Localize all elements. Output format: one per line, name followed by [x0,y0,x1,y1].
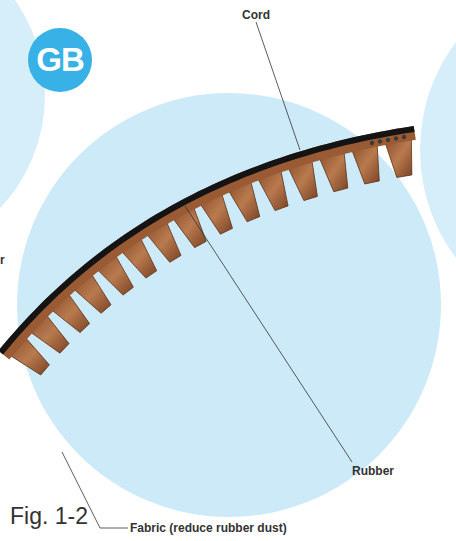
cord-strand [402,135,406,139]
badge-circle: GB [28,28,92,92]
badge-text: GB [36,41,84,79]
cord-strand [378,139,382,143]
figure-caption: Fig. 1-2 [10,503,88,529]
cord-strand [394,136,398,140]
detail-circle [17,93,441,517]
cord-strand [370,141,374,145]
belt-tooth [385,139,412,178]
part-label: r [0,253,5,267]
leader-line [256,22,300,150]
part-label: Fabric (reduce rubber dust) [130,521,287,535]
belt-body [0,126,416,360]
cord-strand [386,138,390,142]
timing-belt [0,126,416,375]
part-label: Rubber [352,464,394,478]
part-label: Cord [242,8,270,22]
leader-line [185,206,352,462]
